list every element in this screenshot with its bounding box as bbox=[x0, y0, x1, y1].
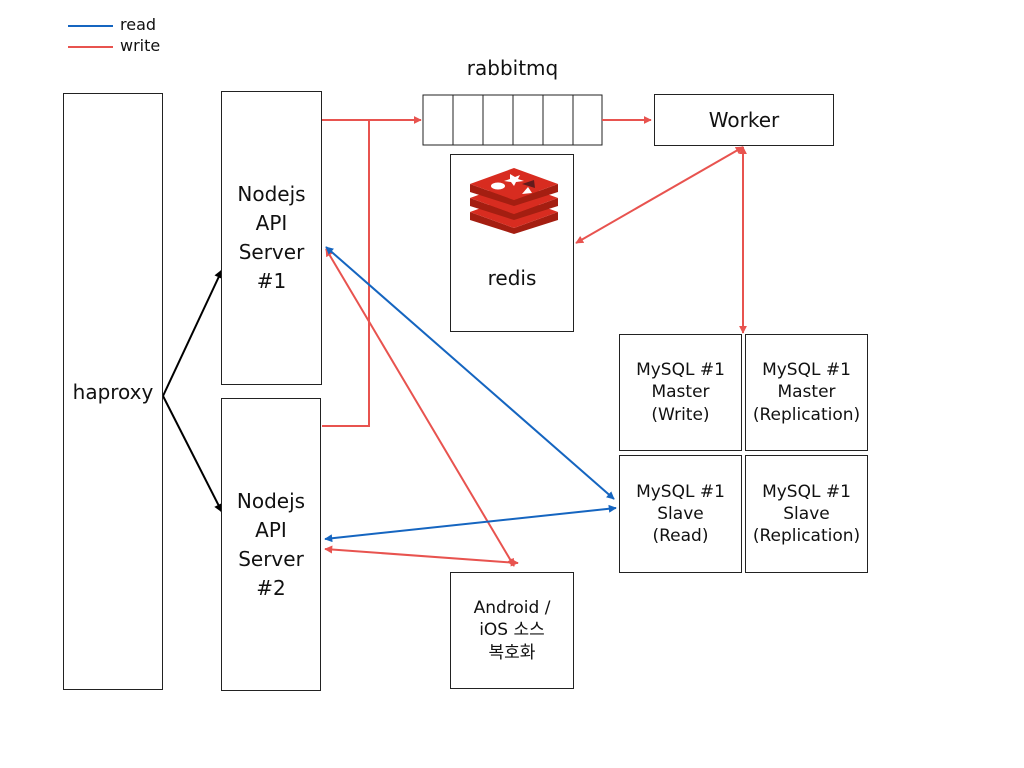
arrow-api2-android bbox=[324, 545, 519, 567]
arrow-haproxy-api1 bbox=[162, 269, 223, 397]
mysql-master-replication-node bbox=[745, 334, 868, 451]
rabbitmq-queue bbox=[422, 94, 603, 146]
api-server-2-node bbox=[221, 398, 321, 691]
haproxy-label: haproxy bbox=[72, 379, 154, 404]
api-server-1-label: Nodejs API Server #1 bbox=[237, 182, 306, 293]
rabbitmq-label: rabbitmq bbox=[466, 56, 559, 80]
line-api2-rabbitmq bbox=[322, 120, 370, 427]
haproxy-node bbox=[63, 93, 163, 690]
arrow-api2-mysql-slave bbox=[324, 504, 617, 543]
worker-label: Worker bbox=[708, 108, 780, 132]
mysql-master-replication-label: MySQL #1 Master (Replication) bbox=[752, 360, 861, 425]
mysql-master-write-label: MySQL #1 Master (Write) bbox=[636, 360, 725, 425]
redis-label: redis bbox=[487, 266, 537, 290]
arrow-api1-mysql-slave bbox=[325, 246, 615, 500]
android-ios-decrypt-node bbox=[450, 572, 574, 689]
android-ios-decrypt-label: Android / iOS 소스 복호화 bbox=[473, 598, 551, 663]
mysql-slave-replication-node bbox=[745, 455, 868, 573]
mysql-slave-replication-label: MySQL #1 Slave (Replication) bbox=[752, 481, 861, 547]
legend-write-label: write bbox=[120, 36, 161, 55]
api-server-1-node bbox=[221, 91, 322, 385]
arrow-haproxy-api2 bbox=[162, 395, 223, 513]
worker-node bbox=[654, 94, 834, 146]
legend-read-label: read bbox=[120, 15, 157, 34]
mysql-master-write-node bbox=[619, 334, 742, 451]
arrow-worker-redis bbox=[575, 146, 744, 244]
mysql-slave-read-node bbox=[619, 455, 742, 573]
api-server-2-label: Nodejs API Server #2 bbox=[236, 488, 306, 600]
redis-logo-icon bbox=[470, 168, 558, 234]
mysql-slave-read-label: MySQL #1 Slave (Read) bbox=[636, 481, 725, 547]
